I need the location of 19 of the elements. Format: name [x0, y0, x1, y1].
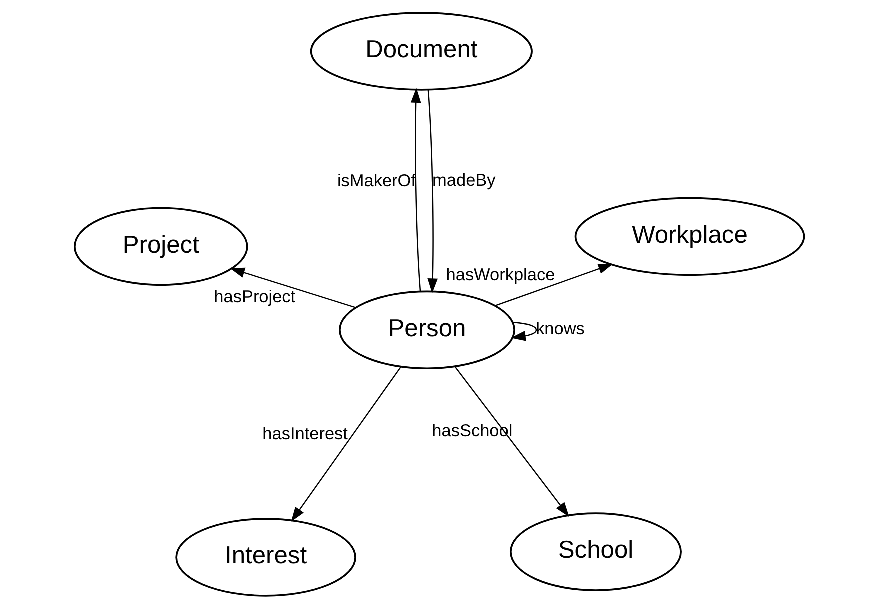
node-ellipse: Interest: [175, 518, 356, 597]
edge-label: hasProject: [214, 286, 296, 306]
edge-label: madeBy: [432, 170, 496, 190]
node-ellipse: Project: [74, 207, 248, 286]
arrow: [410, 88, 421, 292]
node-ellipse: Workplace: [574, 197, 805, 276]
node-ellipse: Document: [310, 12, 532, 91]
edge-label: hasWorkplace: [446, 264, 555, 285]
arrow: [494, 264, 613, 307]
arrow: [230, 268, 356, 308]
arrow: [454, 366, 569, 518]
node-ellipse: Person: [338, 290, 515, 370]
node-ellipse: School: [509, 512, 682, 592]
arrow: [427, 90, 438, 294]
edge-label: hasInterest: [262, 423, 348, 444]
arrow: [510, 322, 537, 342]
arrow: [290, 366, 401, 522]
edge-label: knows: [536, 318, 584, 339]
edge-label: isMakerOf: [336, 170, 416, 190]
